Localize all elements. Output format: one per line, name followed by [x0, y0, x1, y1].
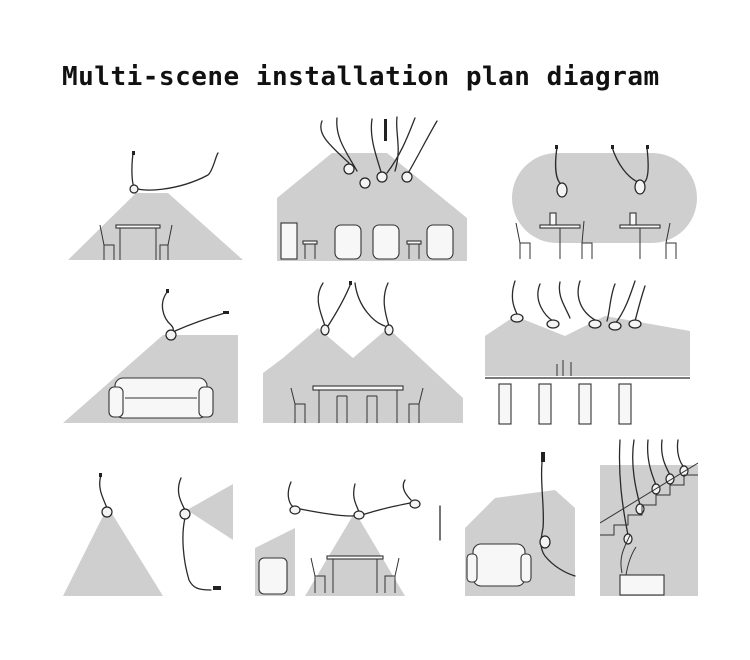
- diagram-title: Multi-scene installation plan diagram: [62, 62, 660, 92]
- scene-bar-counter-cluster: [485, 276, 690, 426]
- scene-cafe-pair: [512, 143, 697, 263]
- scene-staircase-cascade: [600, 435, 698, 598]
- scene-armchair-floor-lamp: [465, 448, 583, 598]
- scene-multi-lamp-lounge: [277, 113, 467, 263]
- scene-living-room-sofa: [63, 283, 238, 425]
- scene-long-table-pair: [263, 278, 463, 425]
- scene-dining-swag: [255, 478, 450, 598]
- scene-single-lamp-dining: [68, 145, 243, 263]
- scene-wall-and-hanging: [63, 470, 238, 598]
